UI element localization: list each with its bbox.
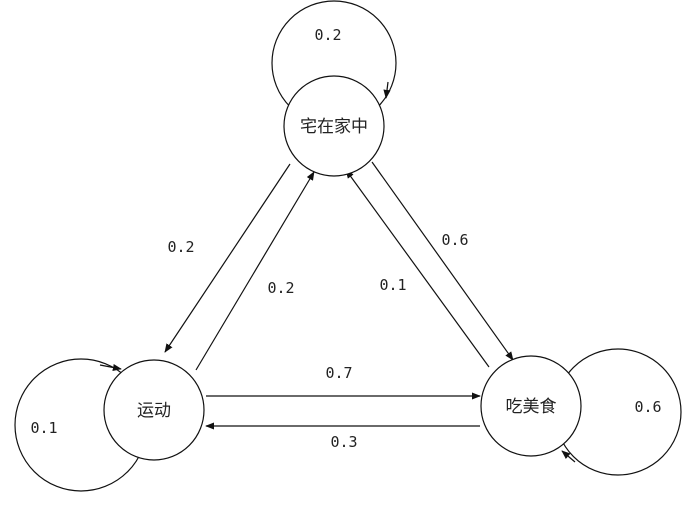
node-home: 宅在家中 (283, 75, 385, 177)
label-home-self: 0.2 (314, 26, 341, 44)
label-eat-to-home: 0.1 (379, 276, 406, 294)
label-eat-self: 0.6 (634, 398, 661, 416)
label-exercise-to-eat: 0.7 (325, 364, 352, 382)
label-exercise-to-home: 0.2 (267, 279, 294, 297)
edge-exercise-to-home (195, 171, 315, 371)
label-home-to-exercise: 0.2 (167, 238, 194, 256)
node-eat-label: 吃美食 (506, 397, 557, 417)
exercise-self-loop-arrow (99, 363, 122, 372)
edge-home-to-eat (371, 161, 514, 361)
node-exercise-label: 运动 (137, 401, 171, 421)
label-home-to-eat: 0.6 (441, 231, 468, 249)
label-exercise-self: 0.1 (30, 419, 57, 437)
node-eat: 吃美食 (480, 355, 582, 457)
node-exercise: 运动 (103, 359, 205, 461)
edge-eat-to-home (345, 169, 490, 368)
node-exercise-circle (103, 359, 205, 461)
node-eat-circle (480, 355, 582, 457)
node-home-label: 宅在家中 (300, 117, 368, 137)
label-eat-to-exercise: 0.3 (330, 433, 357, 451)
home-self-loop-arrow (383, 81, 391, 99)
eat-self-loop-arrow (561, 450, 576, 463)
edge-home-to-exercise (164, 163, 291, 353)
node-home-circle (283, 75, 385, 177)
